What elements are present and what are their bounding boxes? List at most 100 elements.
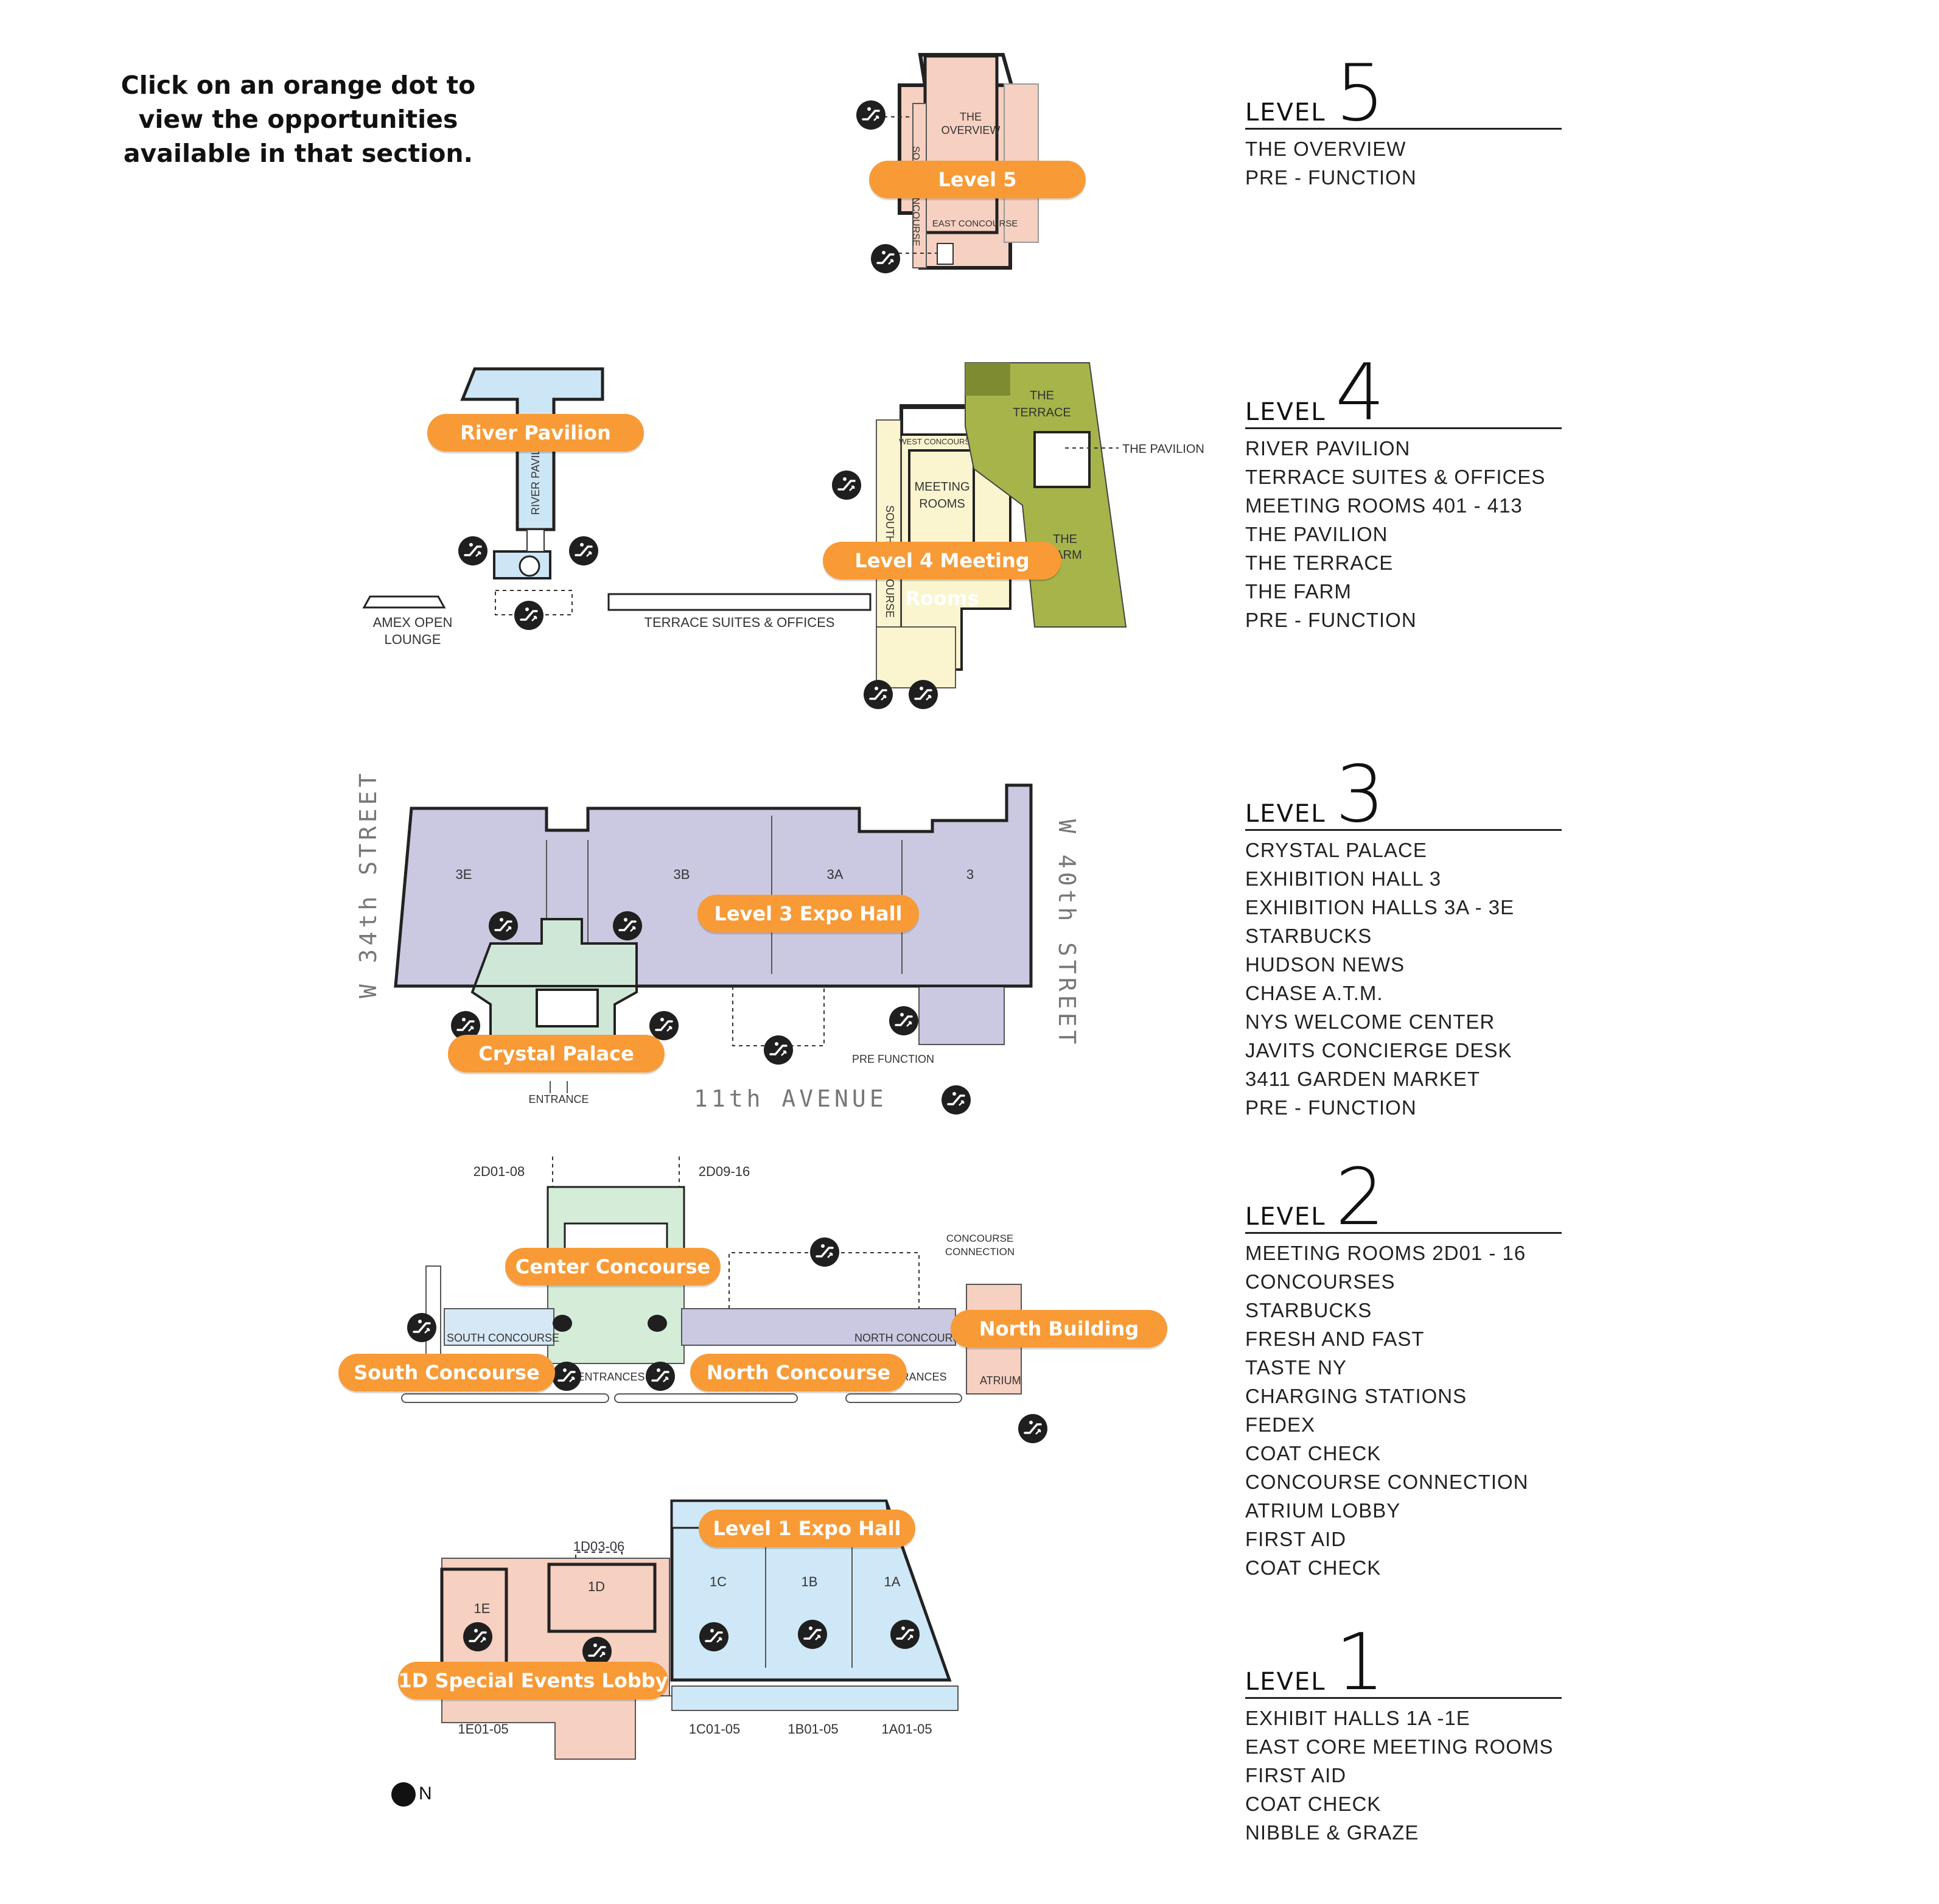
escalator-icon (890, 1619, 920, 1650)
escalator-icon (514, 600, 544, 631)
escalator-icon (941, 1085, 971, 1115)
legend-item: TASTE NY (1245, 1356, 1347, 1379)
legend-item: THE TERRACE (1245, 551, 1394, 574)
level5-button[interactable]: Level 5 (869, 161, 1086, 198)
crystal-palace-button[interactable]: Crystal Palace (448, 1035, 665, 1073)
l1-1d03-label: 1D03-06 (573, 1539, 624, 1554)
north-concourse-button[interactable]: North Concourse (690, 1354, 907, 1391)
south-concourse-button[interactable]: South Concourse (338, 1354, 555, 1391)
escalator-icon (463, 1622, 493, 1652)
hall-1d-label: 1D (588, 1579, 605, 1594)
level-word: LEVEL (1245, 800, 1326, 828)
l4-amex-label-2: LOUNGE (385, 632, 441, 647)
l4-terrace-label-1: THE (1030, 389, 1054, 402)
escalator-icon (797, 1619, 828, 1650)
level-word: LEVEL (1245, 398, 1326, 426)
l4-meeting-label-1: MEETING (914, 480, 970, 494)
legend-item: HUDSON NEWS (1245, 953, 1405, 976)
row-1a01-label: 1A01-05 (881, 1721, 932, 1737)
legend-item: THE PAVILION (1245, 523, 1388, 545)
l2-2d01-label: 2D01-08 (473, 1164, 525, 1179)
l3-entrance-label: ENTRANCE (528, 1093, 589, 1105)
escalator-icon (889, 1006, 919, 1036)
l3-pre-function-label: PRE FUNCTION (852, 1053, 934, 1065)
l2-concourse-connection-label-2: CONNECTION (945, 1246, 1015, 1258)
level4-meeting-rooms-button[interactable]: Level 4 Meeting Rooms (823, 542, 1061, 610)
level-word: LEVEL (1245, 1668, 1326, 1696)
legend-item: EXHIBITION HALLS 3A - 3E (1245, 896, 1515, 919)
escalator-icon (458, 536, 488, 566)
legend-item: COAT CHECK (1245, 1793, 1382, 1815)
l5-overview-label-2: OVERVIEW (942, 124, 1001, 136)
legend-item: CRYSTAL PALACE (1245, 839, 1427, 861)
legend-item: COAT CHECK (1245, 1556, 1382, 1579)
escalator-icon (551, 1361, 582, 1391)
l5-east-concourse-label: EAST CONCOURSE (932, 219, 1018, 229)
level4-legend: LEVEL 4 RIVER PAVILION TERRACE SUITES & … (1245, 354, 1562, 634)
escalator-icon (763, 1035, 794, 1065)
level3-expo-hall-button[interactable]: Level 3 Expo Hall (697, 895, 919, 933)
legend-item: PRE - FUNCTION (1245, 1096, 1417, 1119)
escalator-icon (649, 1010, 679, 1041)
legend-item: PRE - FUNCTION (1245, 609, 1417, 631)
legend-item: FRESH AND FAST (1245, 1328, 1425, 1350)
compass-icon (391, 1782, 416, 1807)
level2-plan: 2D01-08 2D09-16 CONCOURSE CONNECTION SOU… (401, 1157, 1048, 1444)
legend-item: CHARGING STATIONS (1245, 1385, 1467, 1407)
w34th-street-label: W 34th STREET (355, 770, 382, 998)
escalator-icon (870, 243, 901, 274)
legend-item: FIRST AID (1245, 1764, 1347, 1787)
legend-item: EXHIBIT HALLS 1A -1E (1245, 1707, 1470, 1729)
legend-item: MEETING ROOMS 2D01 - 16 (1245, 1242, 1526, 1264)
hall-3a-label: 3A (827, 867, 844, 882)
legend-item: THE OVERVIEW (1245, 138, 1406, 160)
l2-2d09-label: 2D09-16 (699, 1164, 750, 1179)
l2-south-concourse-label: SOUTH CONCOURSE (447, 1332, 559, 1344)
legend-item: EAST CORE MEETING ROOMS (1245, 1735, 1554, 1758)
escalator-icon (831, 470, 862, 500)
level-word: LEVEL (1245, 99, 1326, 127)
escalator-icon (612, 911, 643, 941)
l2-north-concourse-label: NORTH CONCOURSE (854, 1332, 968, 1344)
center-concourse-button[interactable]: Center Concourse (505, 1248, 721, 1286)
legend-item: EXHIBITION HALL 3 (1245, 867, 1442, 890)
l4-terrace-suites-label: TERRACE SUITES & OFFICES (645, 615, 835, 630)
row-1c01-label: 1C01-05 (689, 1721, 740, 1737)
level-number: 2 (1335, 1152, 1385, 1243)
level1-expo-hall-button[interactable]: Level 1 Expo Hall (699, 1510, 915, 1547)
escalator-icon (568, 536, 599, 566)
legend-item: JAVITS CONCIERGE DESK (1245, 1039, 1512, 1062)
legend-item: NIBBLE & GRAZE (1245, 1821, 1419, 1844)
legend-item: STARBUCKS (1245, 925, 1372, 947)
compass-label: N (419, 1783, 432, 1804)
hall-1e-label: 1E (474, 1601, 491, 1616)
l4-pavilion-label: THE PAVILION (1122, 443, 1204, 456)
escalator-icon (488, 911, 519, 941)
row-1b01-label: 1B01-05 (788, 1721, 838, 1737)
l2-atrium-label: ATRIUM (980, 1374, 1021, 1387)
level-number: 4 (1335, 348, 1385, 438)
level1-plan: 1D03-06 1E 1D 1C 1B 1A 1E01-05 1C01-05 1… (440, 1499, 959, 1760)
legend-item: CONCOURSE CONNECTION (1245, 1471, 1529, 1493)
legend-item: ATRIUM LOBBY (1245, 1499, 1401, 1522)
legend-item: TERRACE SUITES & OFFICES (1245, 466, 1546, 488)
hall-3e-label: 3E (456, 867, 472, 882)
escalator-icon (645, 1361, 676, 1391)
level3-plan: 3E 3B 3A 3 PRE FUNCTION ENTRANCE W 34th … (355, 770, 1080, 1115)
escalator-icon (908, 679, 938, 710)
l4-farm-label-1: THE (1053, 533, 1077, 546)
level-number: 1 (1335, 1617, 1385, 1708)
legend-item: STARBUCKS (1245, 1299, 1372, 1321)
legend-item: 3411 GARDEN MARKET (1245, 1068, 1480, 1090)
level-word: LEVEL (1245, 1203, 1326, 1231)
river-pavilion-button[interactable]: River Pavilion (427, 414, 644, 452)
legend-item: MEETING ROOMS 401 - 413 (1245, 494, 1523, 517)
l4-west-concourse-label: WEST CONCOURSE (899, 437, 976, 446)
legend-item: PRE - FUNCTION (1245, 166, 1417, 189)
l4-terrace-label-2: TERRACE (1013, 406, 1071, 419)
special-events-lobby-button[interactable]: 1D Special Events Lobby (398, 1662, 668, 1699)
hall-1a-label: 1A (884, 1574, 901, 1589)
legend-item: CHASE A.T.M. (1245, 982, 1383, 1004)
l5-overview-label-1: THE (960, 111, 982, 123)
north-building-button[interactable]: North Building (951, 1310, 1167, 1348)
